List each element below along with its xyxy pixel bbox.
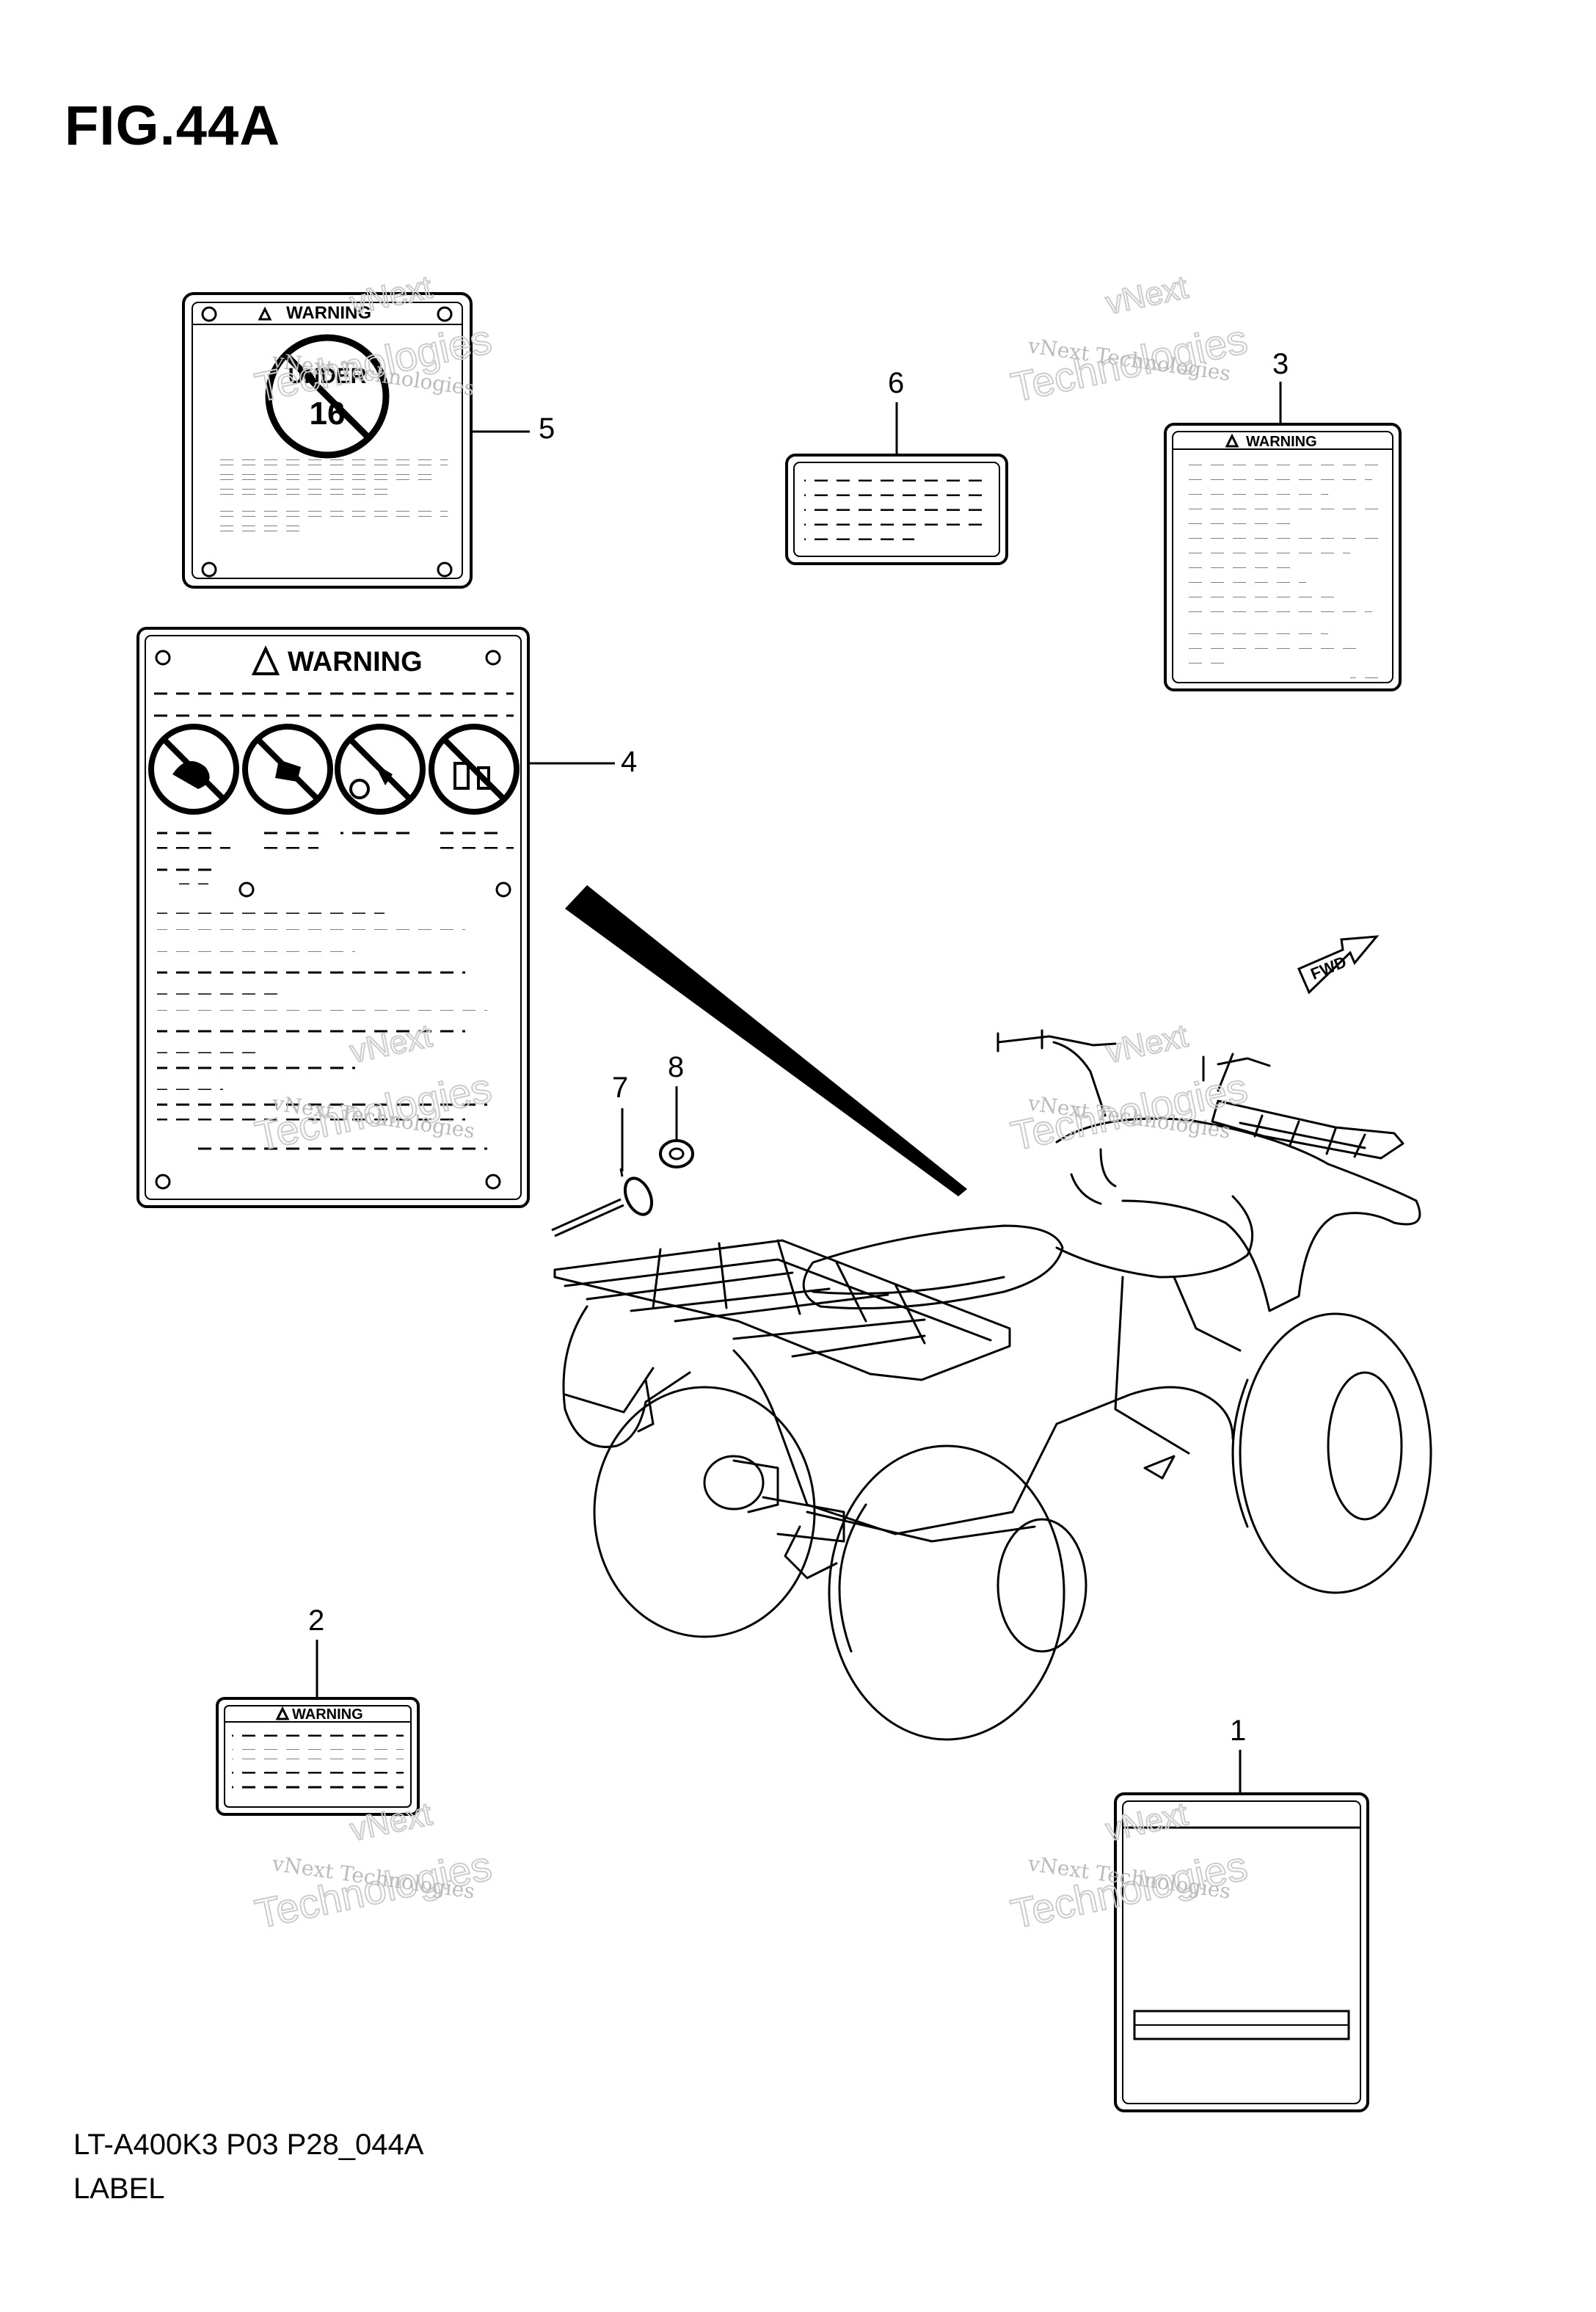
- no-under-16-icon: [265, 334, 390, 459]
- section-name: LABEL: [73, 2173, 165, 2205]
- warning-triangle-icon: [258, 306, 272, 321]
- rivet-hole-icon: [155, 1174, 171, 1190]
- rivet-hole-icon: [485, 650, 501, 666]
- figure-title: FIG.44A: [65, 95, 281, 157]
- rivet-hole-icon: [201, 561, 217, 578]
- label-5-under16-warning: WARNING UNDER 16: [182, 292, 530, 589]
- warning-triangle-icon: [1225, 433, 1239, 448]
- callout-2: 2: [308, 1604, 325, 1637]
- callout-1: 1: [1230, 1715, 1247, 1747]
- rivet-hole-icon: [437, 306, 453, 322]
- washer-part-8: [659, 1086, 694, 1168]
- callout-4: 4: [621, 746, 638, 778]
- label-6: [785, 402, 1008, 565]
- rivet-part-7: [551, 1108, 654, 1237]
- atv-outline: [553, 1029, 1432, 1741]
- no-stunts-icon: [335, 724, 426, 815]
- no-passenger-icon: [148, 724, 239, 815]
- watermark-line1: vNext: [1103, 1018, 1191, 1070]
- callout-6: 6: [888, 367, 905, 399]
- diagram-code: LT-A400K3 P03 P28_044A: [73, 2129, 424, 2161]
- rivet-hole-icon: [485, 1174, 501, 1190]
- callout-3: 3: [1272, 348, 1289, 380]
- callout-7: 7: [612, 1072, 629, 1104]
- under-text: UNDER: [288, 364, 367, 388]
- label-2-warning-heading: WARNING: [292, 1706, 363, 1723]
- warning-triangle-icon: [251, 645, 280, 675]
- rivet-hole-icon: [201, 306, 217, 322]
- fwd-arrow-icon: FWD: [1297, 935, 1380, 995]
- label-4-large-warning: WARNING: [136, 627, 615, 1208]
- warning-triangle-icon: [275, 1706, 290, 1720]
- callout-5: 5: [539, 412, 555, 445]
- no-alcohol-icon: [429, 724, 520, 815]
- label-4-warning-heading: WARNING: [288, 647, 423, 677]
- callout-8: 8: [668, 1051, 685, 1083]
- age-16-text: 16: [310, 396, 346, 432]
- no-paved-road-icon: [242, 724, 333, 815]
- label-3-warning-heading: WARNING: [1246, 434, 1317, 450]
- rivet-hole-icon: [437, 561, 453, 578]
- label-1: [1114, 1750, 1369, 2112]
- rivet-hole-icon: [155, 650, 171, 666]
- label-3-warning: WARNING: [1164, 382, 1402, 691]
- label-location-arrow: [565, 885, 967, 1196]
- watermark-line1: vNext: [1103, 269, 1191, 321]
- label-2-warning: WARNING: [216, 1640, 420, 1816]
- label-5-warning-heading: WARNING: [286, 303, 371, 323]
